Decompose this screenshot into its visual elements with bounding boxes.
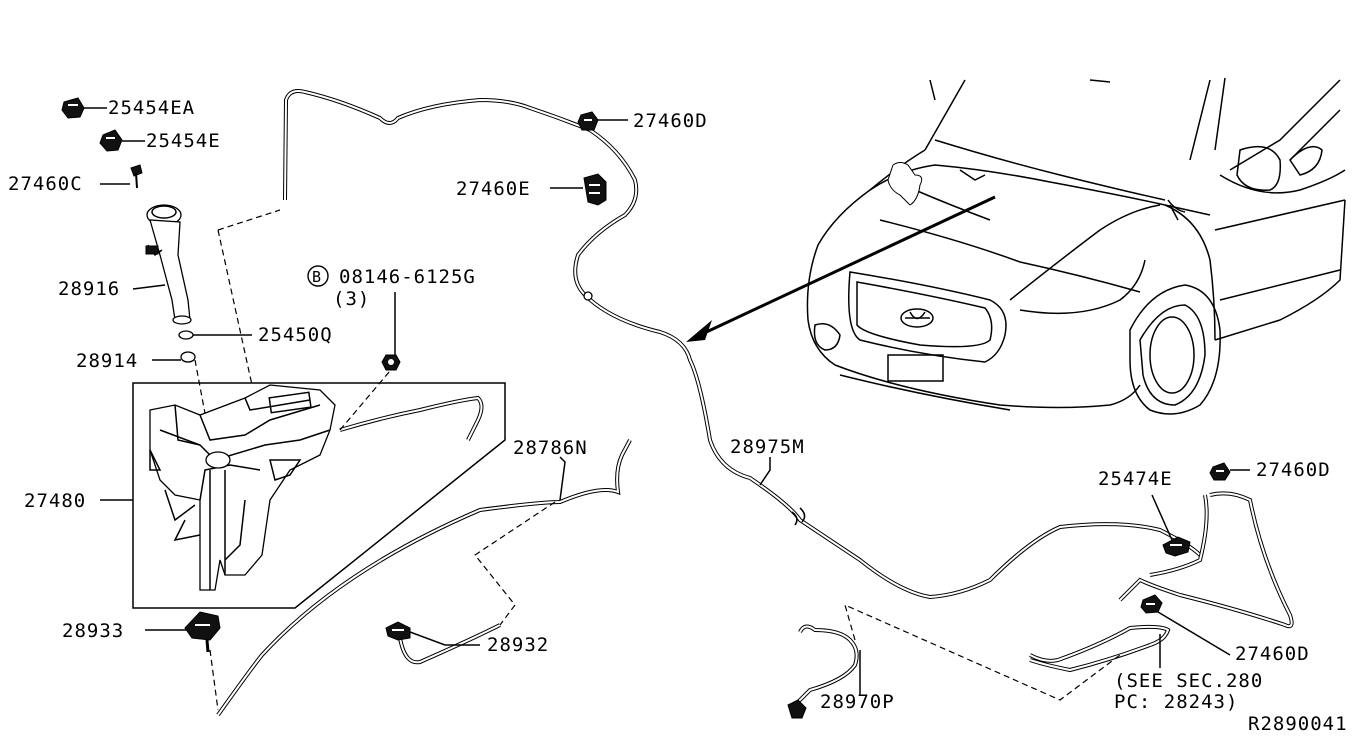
label-see-sec-1: (SEE SEC.280 — [1114, 670, 1263, 692]
leader-lines — [84, 107, 1250, 695]
label-28932: 28932 — [487, 634, 549, 656]
label-27460E: 27460E — [456, 178, 531, 200]
washer-reservoir-27480 — [149, 384, 336, 591]
label-25450Q: 25450Q — [258, 324, 333, 346]
hose-28975M — [283, 89, 1202, 600]
bolt-08146 — [381, 354, 401, 371]
location-arrow — [686, 195, 996, 342]
clip-27460D-right — [1209, 462, 1231, 481]
label-bolt-number: 08146-6125G — [339, 266, 476, 288]
grommet-25450Q — [178, 330, 194, 340]
hose-rear-right — [1118, 491, 1294, 629]
label-25474E: 25474E — [1098, 468, 1173, 490]
label-bolt-circle: B — [312, 268, 322, 286]
rear-nozzle-assembly — [1029, 624, 1171, 673]
label-27460D-right: 27460D — [1256, 459, 1331, 481]
clip-25454EA — [61, 97, 85, 119]
hose-28932 — [398, 623, 501, 665]
hose-tank-outlet — [339, 395, 484, 441]
nozzle-28970P — [787, 699, 807, 719]
label-28975M: 28975M — [730, 436, 805, 458]
hose-28970P — [793, 624, 859, 707]
clip-27460D-top — [577, 111, 599, 131]
hose-28786N — [216, 439, 632, 717]
bolt-circle-marker — [307, 265, 329, 287]
clip-27460E — [583, 173, 607, 206]
dashed-reference-lines — [194, 209, 1121, 711]
label-28933: 28933 — [62, 620, 124, 642]
label-28786N: 28786N — [513, 437, 588, 459]
label-see-sec-2: PC: 28243) — [1114, 691, 1238, 713]
label-27460D-lower: 27460D — [1235, 643, 1310, 665]
label-25454EA: 25454EA — [108, 97, 195, 119]
nozzle-28932 — [385, 621, 411, 641]
label-28914: 28914 — [76, 350, 138, 372]
label-27480: 27480 — [24, 490, 86, 512]
part-labels: 25454EA 25454E 27460C 28916 25450Q 28914… — [8, 97, 1348, 735]
filler-neck-28916 — [145, 204, 192, 325]
clip-27460D-lower — [1140, 594, 1163, 614]
pump-28933 — [184, 611, 221, 653]
clip-25454E — [99, 129, 123, 152]
vehicle-illustration — [806, 77, 1346, 415]
label-27460C: 27460C — [8, 173, 83, 195]
filter-28914 — [180, 351, 196, 363]
screw-27460C — [130, 164, 143, 189]
nozzle-25474E — [1162, 536, 1191, 557]
label-27460D-top: 27460D — [633, 110, 708, 132]
label-28916: 28916 — [58, 278, 120, 300]
label-bolt-qty: (3) — [333, 288, 370, 310]
diagram-reference-code: R2890041 — [1248, 713, 1348, 735]
reservoir-box — [132, 382, 506, 609]
label-25454E: 25454E — [146, 130, 221, 152]
label-28970P: 28970P — [820, 691, 895, 713]
